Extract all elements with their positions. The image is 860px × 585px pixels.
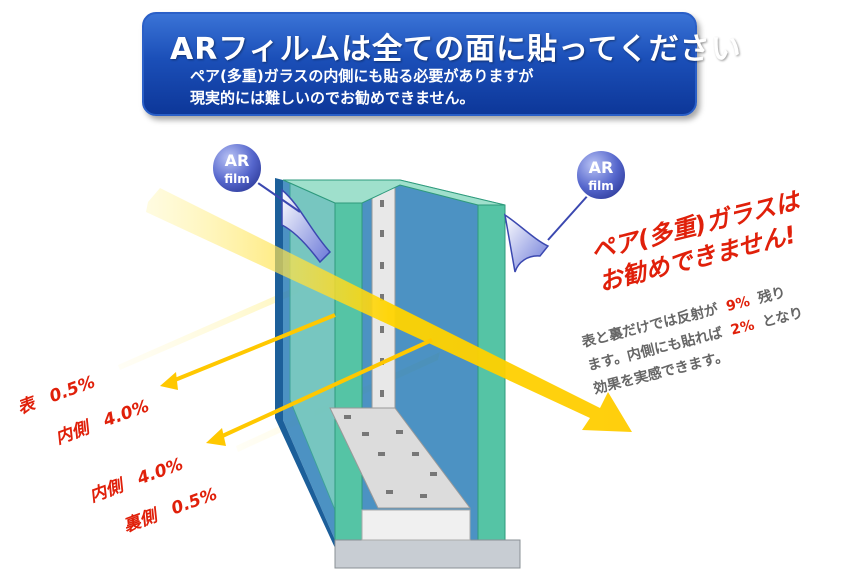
ar-film-badge-left: AR film: [211, 142, 263, 194]
frame-bottom-front: [361, 509, 471, 541]
frame-side: [275, 178, 335, 548]
badge-right-film: film: [588, 179, 614, 193]
badge-right-ar: AR: [589, 158, 614, 177]
frame-bottom: [334, 539, 521, 569]
reflection-inner2-arrow: [206, 338, 433, 446]
label-front-reflection: 表 0.5%: [15, 372, 98, 419]
badge-left-ar: AR: [225, 151, 250, 170]
banner-subtitle-line1: ペア(多重)ガラスの内側にも貼る必要がありますが: [190, 67, 534, 85]
ar-film-right: [503, 192, 591, 273]
explanation-note: 表と裏だけでは反射が 9% 残り ます。内側にも貼れば 2% となり 効果を実感…: [579, 284, 805, 398]
note-line2-c: となり: [761, 305, 805, 331]
incident-light-beam: [146, 188, 632, 432]
label-back-reflection: 裏側 0.5%: [121, 484, 220, 536]
ar-film-badge-right: AR film: [575, 149, 627, 201]
reflection-front-beam: [118, 285, 300, 370]
glass-top-edge: [282, 179, 506, 206]
warning-heading: ペア(多重)ガラスは お勧めできません!: [587, 184, 807, 298]
note-line1-c: 残り: [756, 284, 787, 307]
note-line2-value: 2%: [729, 317, 756, 338]
ar-film-left: [257, 182, 332, 264]
title-banner: ARフィルムは全ての面に貼ってください ペア(多重)ガラスの内側にも貼る必要があ…: [142, 12, 741, 116]
banner-title: ARフィルムは全ての面に貼ってください: [170, 32, 742, 67]
inner-glass-face: [334, 202, 363, 541]
note-line1-value: 9%: [725, 294, 752, 315]
badge-left-film: film: [224, 172, 250, 186]
reflection-inner1-arrow: [160, 313, 336, 390]
label-inner1-reflection: 内側 4.0%: [53, 396, 152, 448]
banner-subtitle-line2: 現実的には難しいのでお勧めできません。: [190, 89, 475, 107]
